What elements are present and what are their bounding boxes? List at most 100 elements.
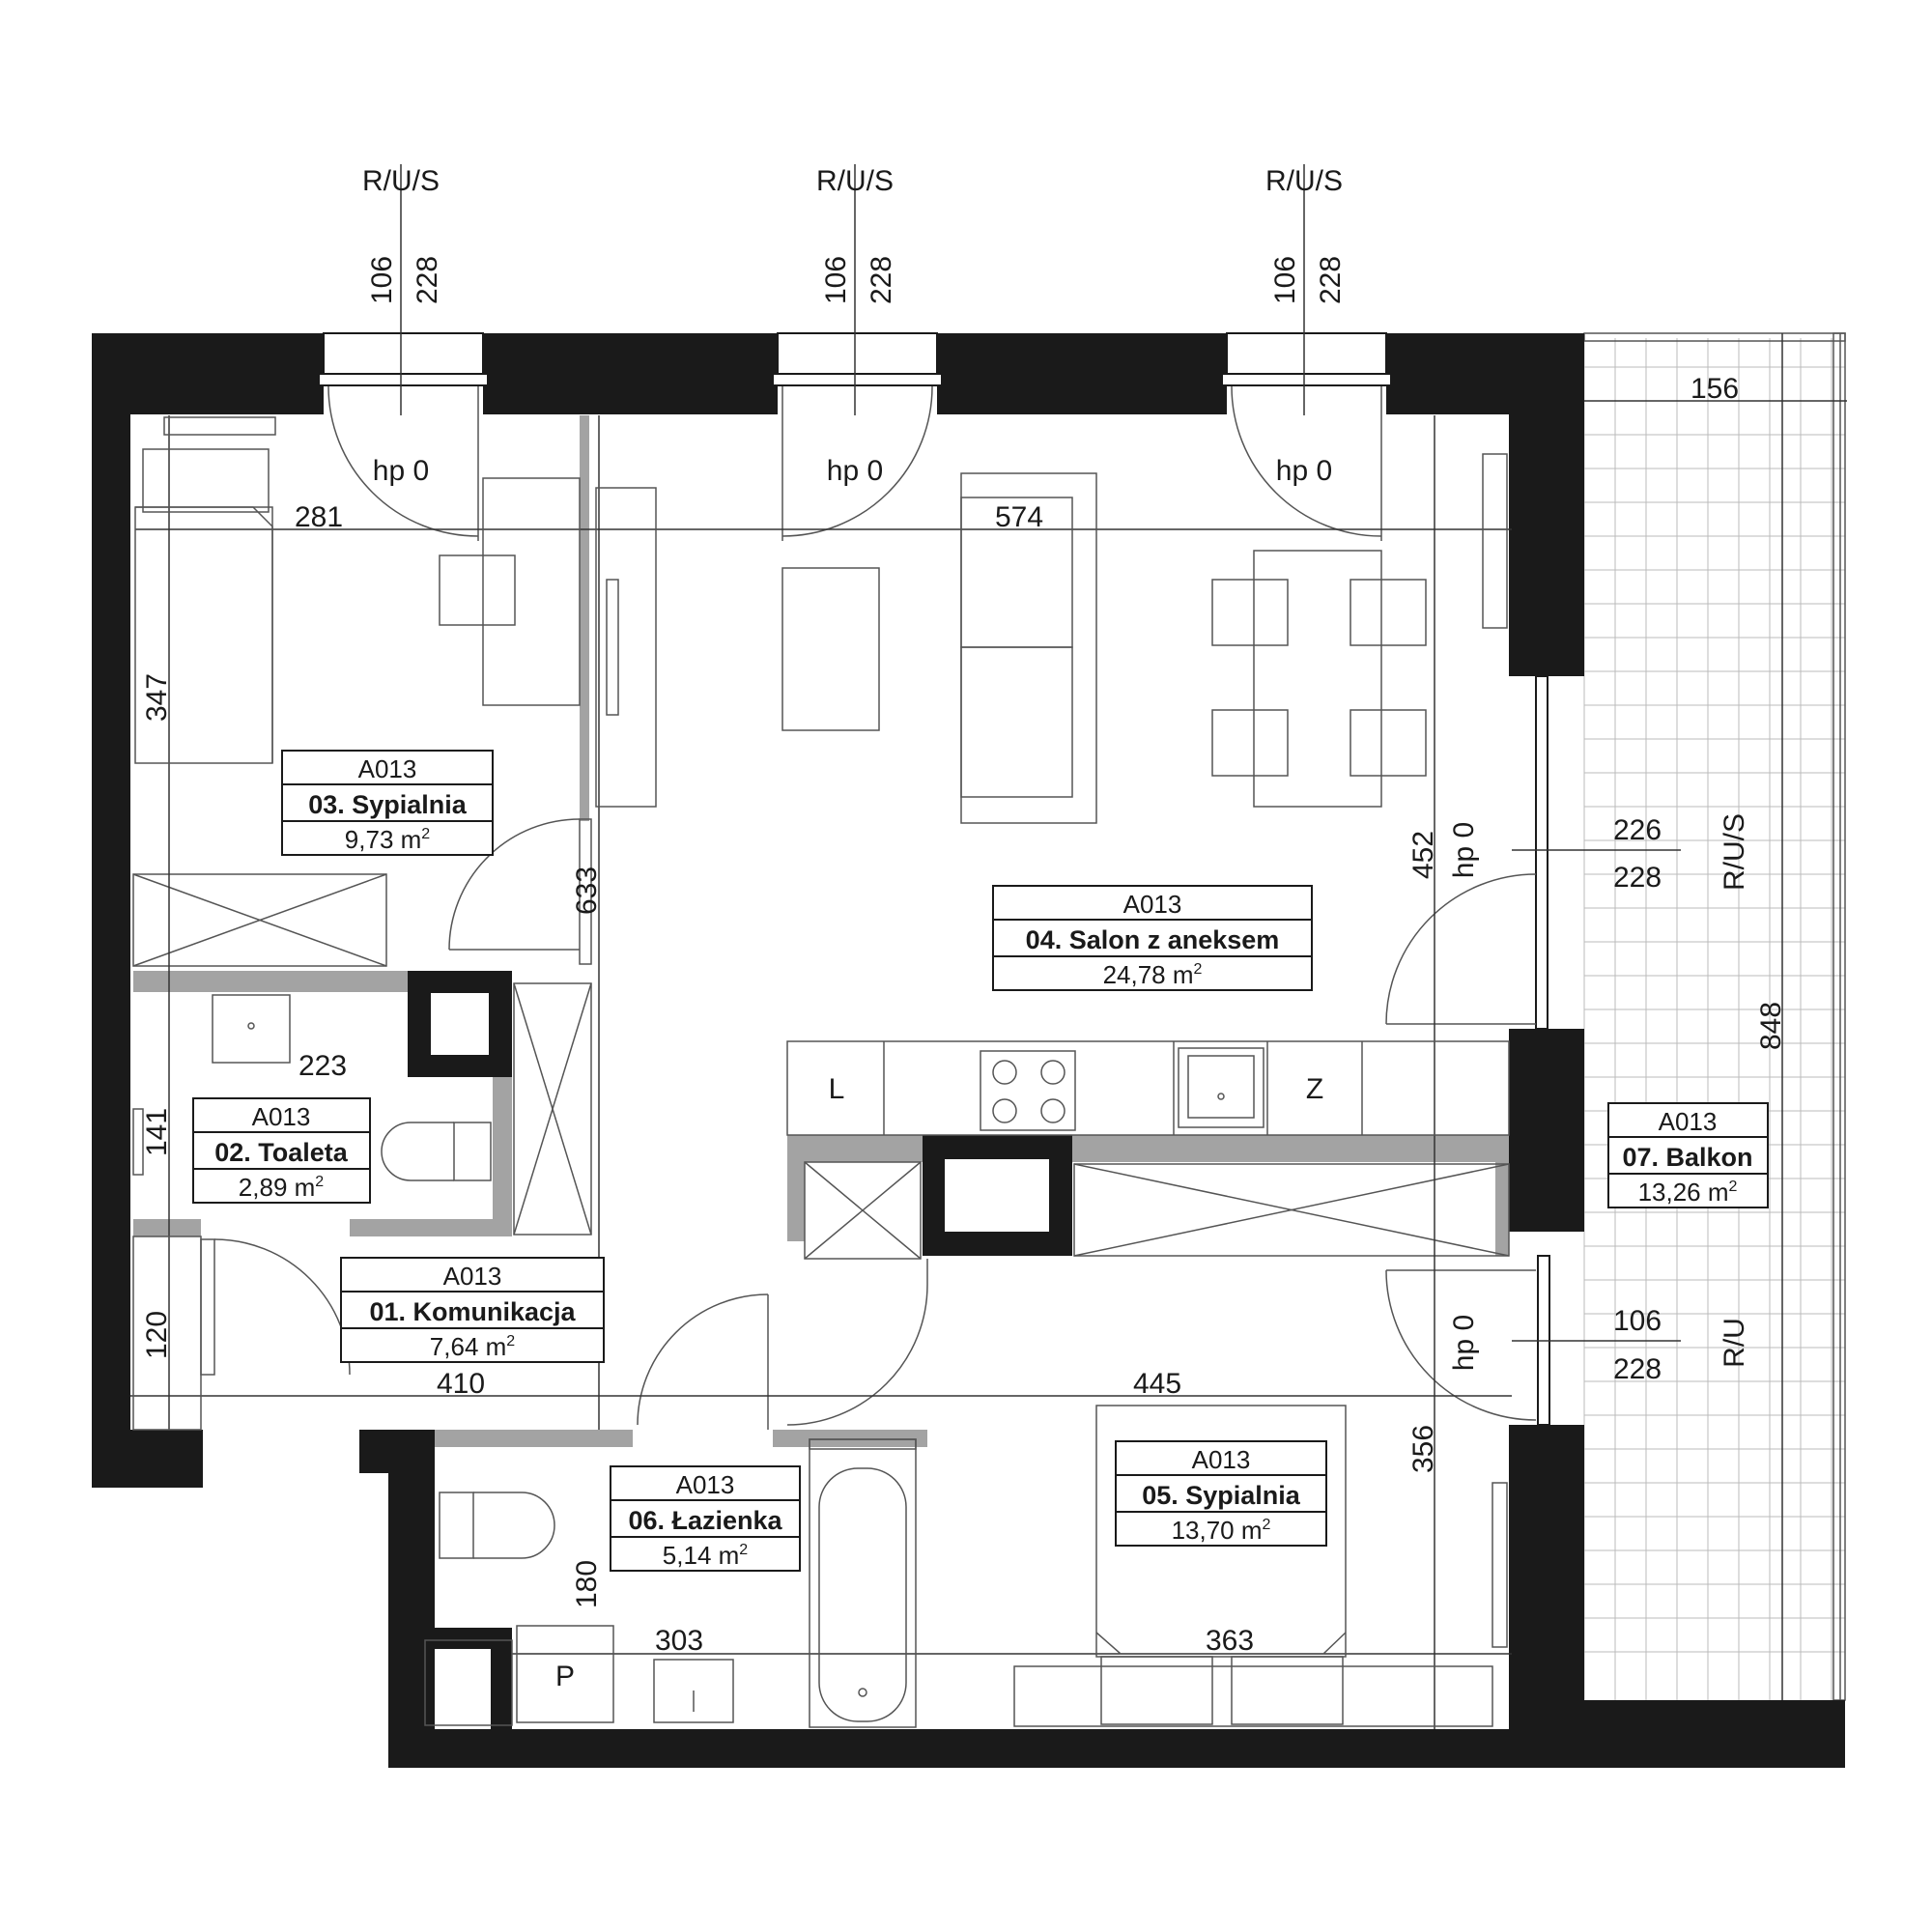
- room-area: 13,70 m: [1172, 1516, 1263, 1545]
- door-swings-top: [327, 385, 1382, 541]
- dim-141: 141: [141, 1108, 173, 1156]
- window-frames-right: [1535, 675, 1550, 1426]
- washing-machine-label: P: [555, 1661, 575, 1692]
- washing-machine: [516, 1625, 614, 1723]
- wc-bathroom-06: [439, 1492, 555, 1559]
- room-label-01: A013 01. Komunikacja 7,64 m2: [340, 1257, 605, 1363]
- wardrobe-bedroom-03: [595, 487, 657, 808]
- chimney-shaft-2: [923, 1135, 1072, 1256]
- dim-410: 410: [437, 1368, 485, 1400]
- dim-452: 452: [1407, 831, 1439, 879]
- room-code: A013: [443, 1262, 502, 1291]
- wall-cabinet-living: [1482, 453, 1508, 629]
- dim-848: 848: [1755, 1002, 1787, 1050]
- balcony-floor-grid: [1583, 338, 1845, 1700]
- room-label-07: A013 07. Balkon 13,26 m2: [1607, 1102, 1769, 1208]
- dimension-lines: [130, 164, 1847, 1729]
- window-tag: R/U/S: [362, 165, 440, 197]
- window-width: 106: [820, 256, 852, 304]
- chimney-shaft-1: [408, 971, 512, 1077]
- window-width: 106: [1269, 256, 1301, 304]
- desk-bedroom-03: [439, 477, 581, 706]
- window-tag: R/U: [1719, 1318, 1750, 1368]
- window-sill: hp 0: [1276, 455, 1332, 487]
- window-tag: R/U/S: [816, 165, 894, 197]
- room-name: 02. Toaleta: [214, 1138, 349, 1167]
- window-callout-5: 106 228 R/U hp 0: [1448, 1305, 1750, 1385]
- room-name: 06. Łazienka: [628, 1506, 782, 1535]
- interior-doors: [200, 818, 928, 1430]
- room-area: 13,26 m: [1638, 1178, 1729, 1207]
- window-height: 228: [1315, 256, 1347, 304]
- dim-356: 356: [1407, 1425, 1439, 1473]
- dimension-labels: 281 574 156 347 633 452 223 141 120 410 …: [141, 373, 1787, 1657]
- room-label-04: A013 04. Salon z aneksem 24,78 m2: [992, 885, 1313, 991]
- room-area: 2,89 m: [239, 1173, 316, 1202]
- bed-bedroom-05: [1095, 1405, 1347, 1658]
- room-code: A013: [358, 754, 417, 783]
- window-sill: hp 0: [373, 455, 429, 487]
- dim-363: 363: [1206, 1625, 1254, 1657]
- room-name: 04. Salon z aneksem: [1026, 925, 1280, 954]
- installation-ducts: [132, 873, 1510, 1260]
- room-code: A013: [1123, 890, 1182, 919]
- entrance-closet: [132, 1236, 202, 1431]
- room-name: 03. Sypialnia: [308, 790, 468, 819]
- fridge-label: L: [829, 1073, 845, 1105]
- room-name: 07. Balkon: [1622, 1143, 1752, 1172]
- window-width: 106: [366, 256, 398, 304]
- sofa: [960, 472, 1097, 824]
- laundry-closet: [424, 1639, 513, 1726]
- window-callout-1: R/U/S 106 228 hp 0: [362, 165, 443, 487]
- dim-120: 120: [141, 1311, 173, 1359]
- wc-toilet-02: [381, 1122, 492, 1181]
- cooktop-icon: [980, 1050, 1076, 1131]
- room-code: A013: [252, 1102, 311, 1131]
- wall-cabinet-bedroom-05: [1492, 1482, 1508, 1648]
- window-height: 228: [866, 256, 897, 304]
- wardrobe-bedroom-05: [1013, 1656, 1493, 1727]
- bathtub: [809, 1438, 917, 1728]
- room-name: 01. Komunikacja: [369, 1297, 576, 1326]
- dim-156: 156: [1690, 373, 1739, 405]
- window-width: 106: [1613, 1305, 1662, 1337]
- coffee-table: [781, 567, 880, 731]
- window-tag: R/U/S: [1265, 165, 1343, 197]
- sink-toilet-02: [212, 994, 291, 1064]
- dim-223: 223: [298, 1050, 347, 1082]
- window-sill: hp 0: [1448, 822, 1480, 878]
- window-callout-4: 226 228 R/U/S hp 0: [1448, 813, 1750, 894]
- window-width: 226: [1613, 814, 1662, 846]
- svg-text:24,78 m2: 24,78 m2: [1103, 960, 1203, 989]
- dim-303: 303: [655, 1625, 703, 1657]
- balcony-railing: [1583, 332, 1846, 1701]
- svg-text:5,14 m2: 5,14 m2: [663, 1541, 749, 1570]
- window-callout-3: R/U/S 106 228 hp 0: [1265, 165, 1347, 487]
- window-frames-top: [318, 332, 1392, 386]
- window-height: 228: [412, 256, 443, 304]
- exterior-walls: [92, 333, 1845, 1768]
- room-area: 24,78 m: [1103, 960, 1194, 989]
- dim-347: 347: [141, 673, 173, 722]
- svg-text:7,64 m2: 7,64 m2: [430, 1332, 516, 1361]
- svg-text:13,26 m2: 13,26 m2: [1638, 1178, 1738, 1207]
- window-height: 228: [1613, 1353, 1662, 1385]
- room-code: A013: [1192, 1445, 1251, 1474]
- svg-text:2,89 m2: 2,89 m2: [239, 1173, 325, 1202]
- dim-281: 281: [295, 501, 343, 533]
- svg-text:13,70 m2: 13,70 m2: [1172, 1516, 1271, 1545]
- room-code: A013: [1659, 1107, 1718, 1136]
- dim-574: 574: [995, 501, 1043, 533]
- svg-text:9,73 m2: 9,73 m2: [345, 825, 431, 854]
- window-callout-2: R/U/S 106 228 hp 0: [816, 165, 897, 487]
- window-sill: hp 0: [1448, 1315, 1480, 1371]
- dim-633: 633: [571, 867, 603, 915]
- room-label-02: A013 02. Toaleta 2,89 m2: [192, 1097, 371, 1204]
- dim-445: 445: [1133, 1368, 1181, 1400]
- radiator-toilet-02: [132, 1108, 144, 1176]
- room-label-06: A013 06. Łazienka 5,14 m2: [610, 1465, 801, 1572]
- room-area: 5,14 m: [663, 1541, 740, 1570]
- window-tag: R/U/S: [1719, 813, 1750, 891]
- room-area: 9,73 m: [345, 825, 422, 854]
